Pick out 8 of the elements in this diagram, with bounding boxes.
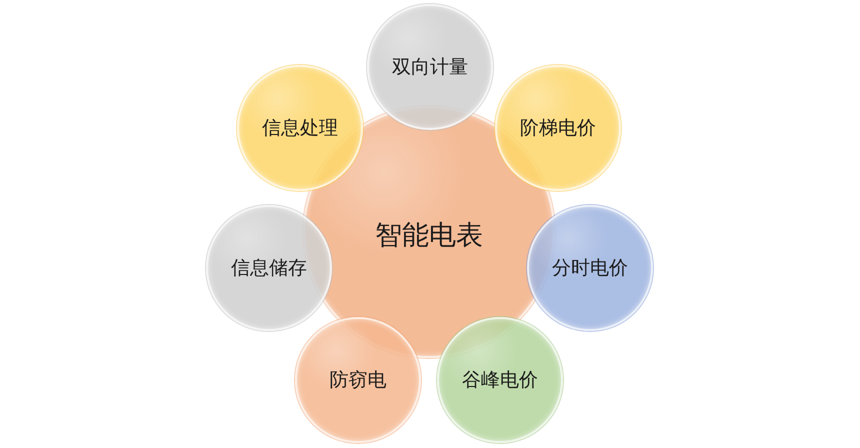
bubble-label: 防窃电: [330, 370, 386, 390]
bubble-label: 分时电价: [552, 258, 628, 278]
bubble-label: 信息储存: [231, 258, 307, 278]
bubble-label: 阶梯电价: [520, 118, 596, 138]
bubble-label: 智能电表: [375, 221, 483, 251]
bubble-label: 双向计量: [392, 56, 468, 78]
bubble-label: 信息处理: [262, 118, 338, 138]
bubble-label: 谷峰电价: [462, 370, 538, 390]
